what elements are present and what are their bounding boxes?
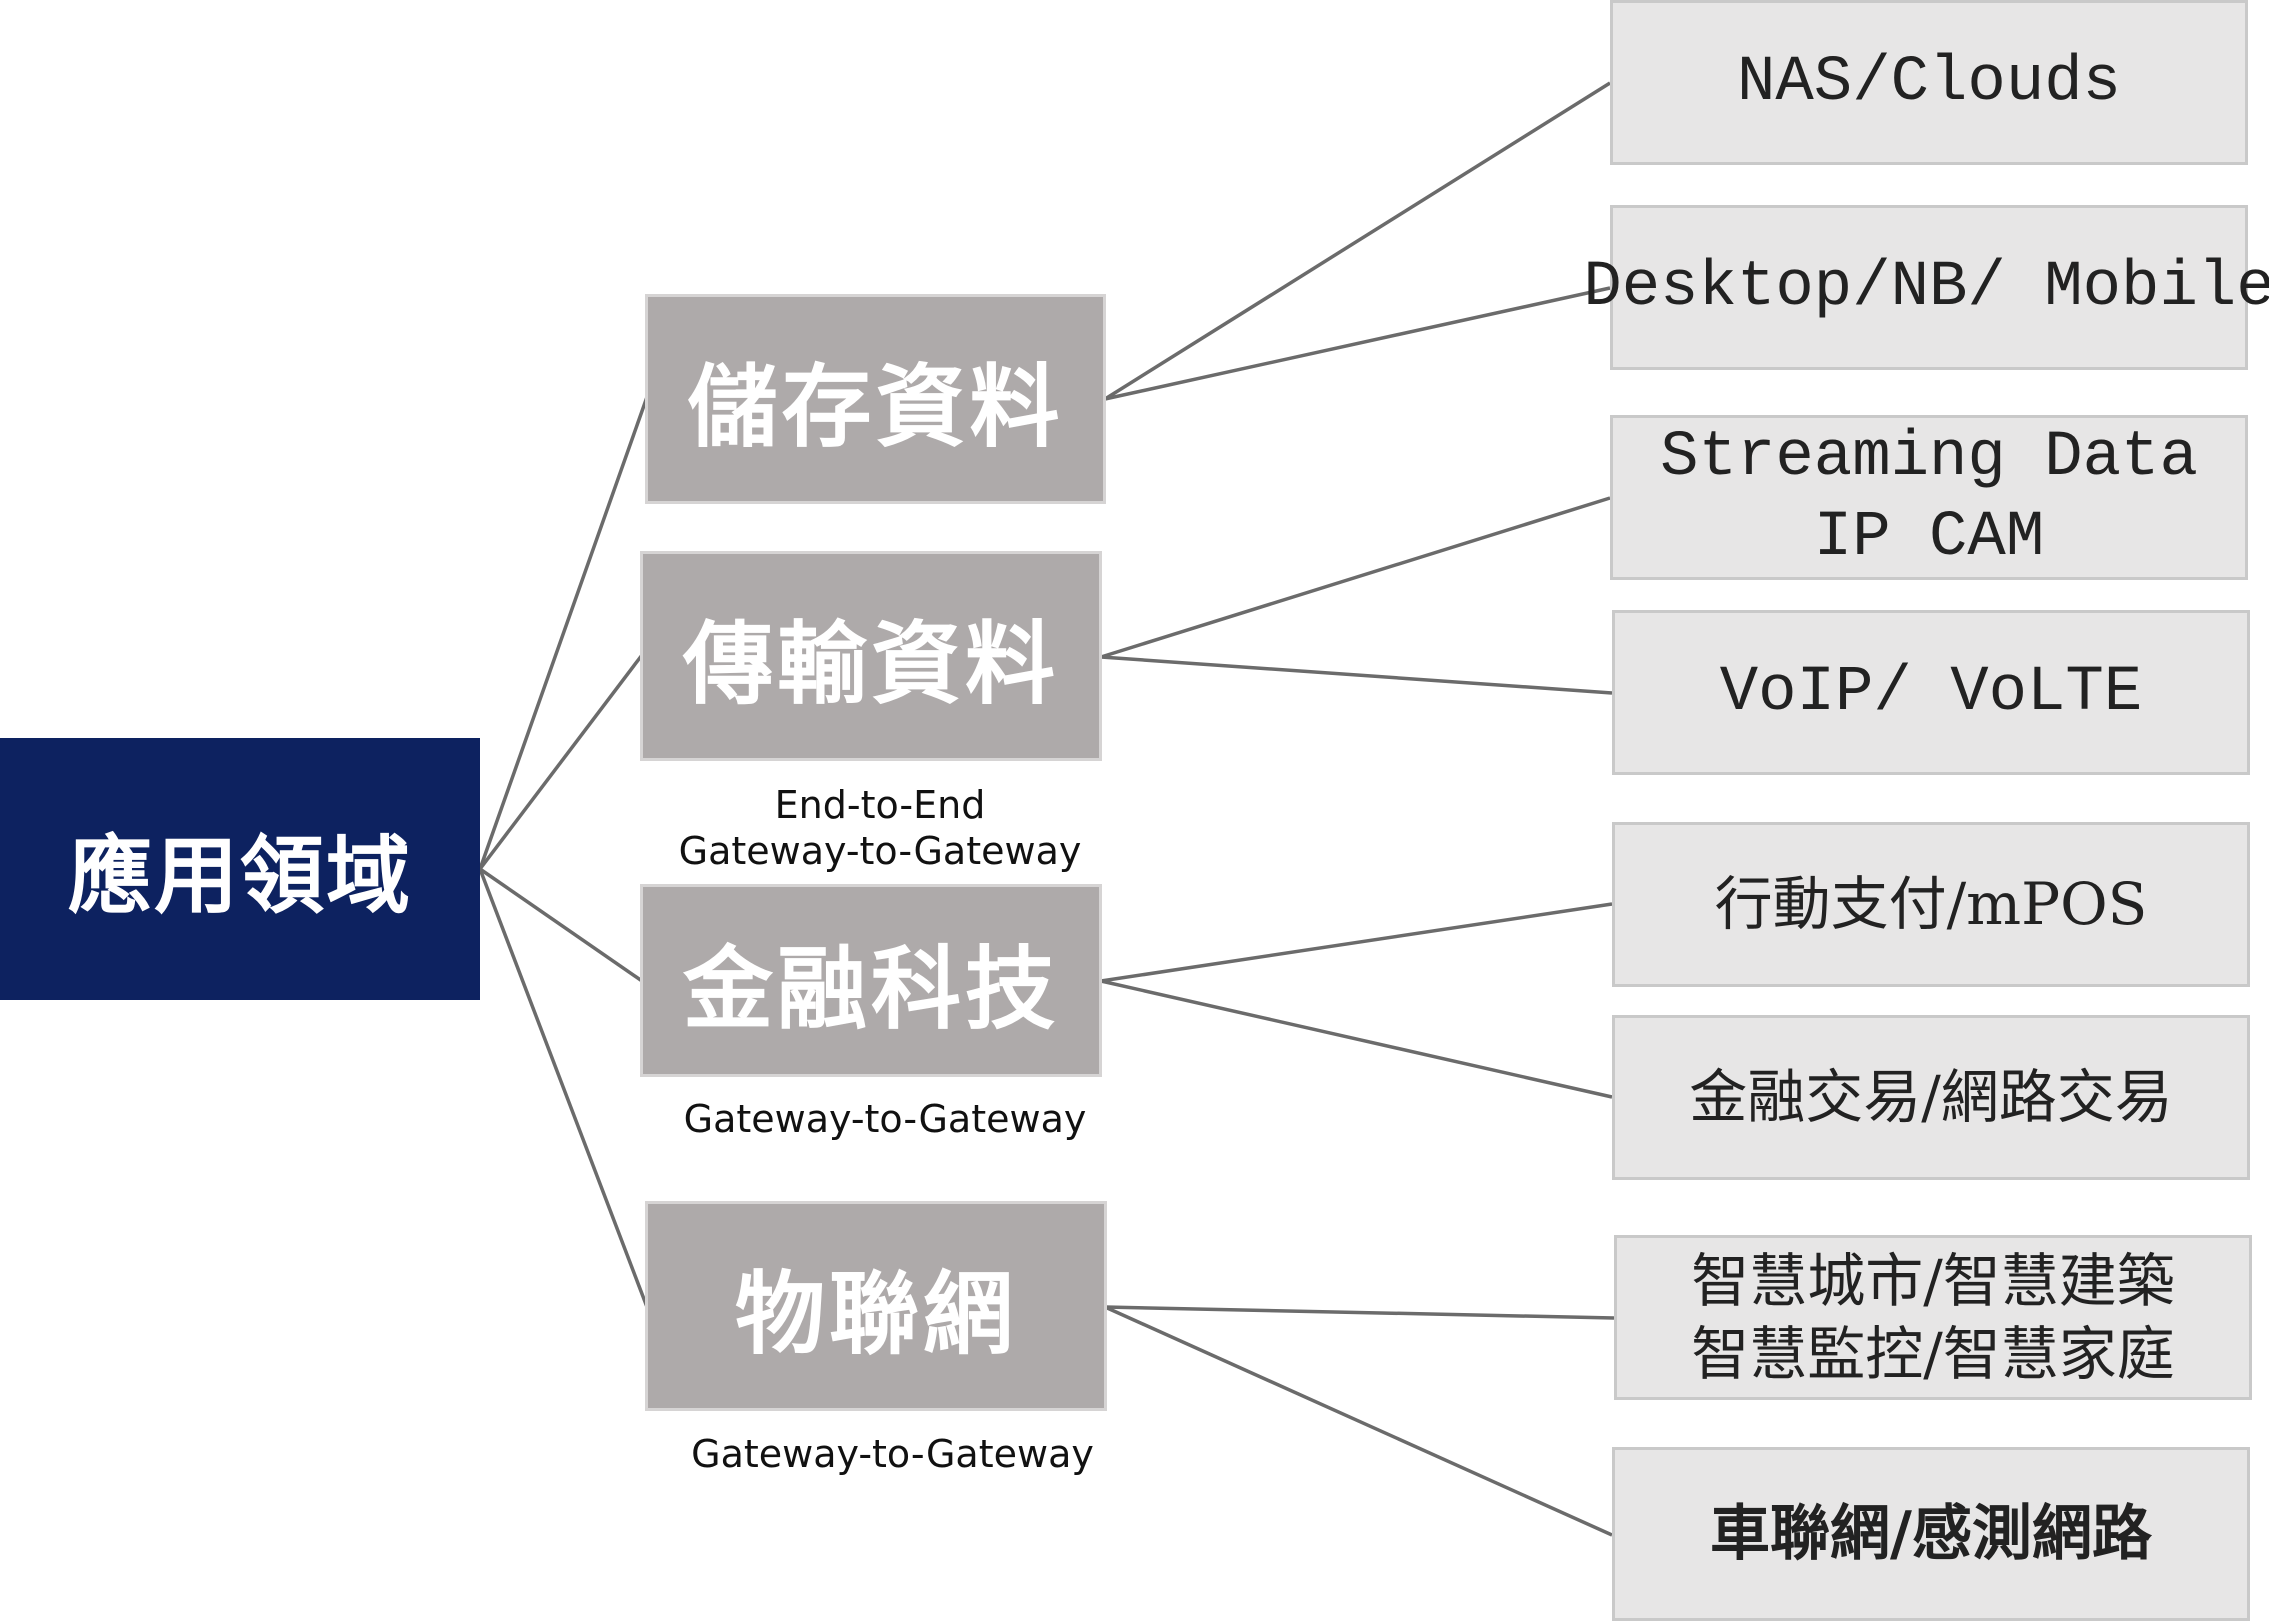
- leaf-mobile-payment: 行動支付/mPOS: [1612, 822, 2250, 987]
- connector-transmission-streaming: [1100, 496, 1611, 659]
- leaf-text: 行動支付/mPOS: [1714, 870, 2148, 939]
- root-node: 應用領域: [0, 738, 480, 1000]
- category-label: 傳輸資料: [683, 612, 1059, 717]
- caption-line: Gateway-to-Gateway: [678, 828, 1082, 873]
- leaf-text: NAS/Clouds: [1736, 46, 2122, 119]
- category-fintech: 金融科技: [640, 884, 1102, 1077]
- caption-line: Gateway-to-Gateway: [683, 1097, 1087, 1141]
- leaf-financial-trading: 金融交易/網路交易: [1612, 1015, 2250, 1180]
- leaf-vehicle-network: 車聯網/感測網路: [1612, 1447, 2250, 1621]
- connector-storage-desktop: [1104, 286, 1611, 401]
- caption-transmission: End-to-End Gateway-to-Gateway: [640, 783, 1120, 874]
- category-transmission: 傳輸資料: [640, 551, 1102, 761]
- leaf-streaming-ipcam: Streaming Data IP CAM: [1610, 415, 2248, 580]
- leaf-nas-clouds: NAS/Clouds: [1610, 0, 2248, 165]
- category-iot: 物聯網: [645, 1201, 1107, 1411]
- leaf-text: 智慧城市/智慧建築: [1691, 1247, 2175, 1315]
- connector-iot-vehicle: [1104, 1305, 1613, 1537]
- leaf-text: 金融交易/網路交易: [1689, 1063, 2173, 1132]
- category-label: 金融科技: [683, 936, 1059, 1042]
- connector-root-fintech: [479, 867, 643, 983]
- caption-line: End-to-End: [774, 783, 986, 827]
- connector-root-transmission: [478, 653, 644, 871]
- category-storage: 儲存資料: [645, 294, 1106, 504]
- connector-storage-nas: [1104, 81, 1611, 401]
- leaf-text: IP CAM: [1813, 501, 2045, 574]
- leaf-smart-city: 智慧城市/智慧建築 智慧監控/智慧家庭: [1614, 1235, 2252, 1400]
- connector-fintech-trading: [1100, 979, 1613, 1099]
- leaf-voip-volte: VoIP/ VoLTE: [1612, 610, 2250, 775]
- leaf-desktop-mobile: Desktop/NB/ Mobile: [1583, 205, 2269, 370]
- connector-root-storage: [478, 396, 649, 870]
- caption-iot: Gateway-to-Gateway: [645, 1432, 1140, 1478]
- root-label: 應用領域: [67, 826, 412, 925]
- caption-fintech: Gateway-to-Gateway: [640, 1097, 1130, 1143]
- category-label: 儲存資料: [687, 355, 1064, 460]
- connector-fintech-payment: [1100, 902, 1613, 983]
- leaf-text: 車聯網/感測網路: [1710, 1498, 2152, 1569]
- caption-line: Gateway-to-Gateway: [691, 1432, 1094, 1476]
- leaf-text: VoIP/ VoLTE: [1719, 656, 2143, 729]
- leaf-text: Streaming Data: [1660, 421, 2198, 494]
- connector-root-iot: [478, 868, 649, 1308]
- connector-iot-smartcity: [1104, 1305, 1615, 1320]
- leaf-text: Desktop/NB/ Mobile: [1583, 251, 2269, 324]
- category-label: 物聯網: [735, 1262, 1017, 1367]
- connector-transmission-voip: [1100, 655, 1613, 695]
- leaf-text: 智慧監控/智慧家庭: [1691, 1319, 2175, 1388]
